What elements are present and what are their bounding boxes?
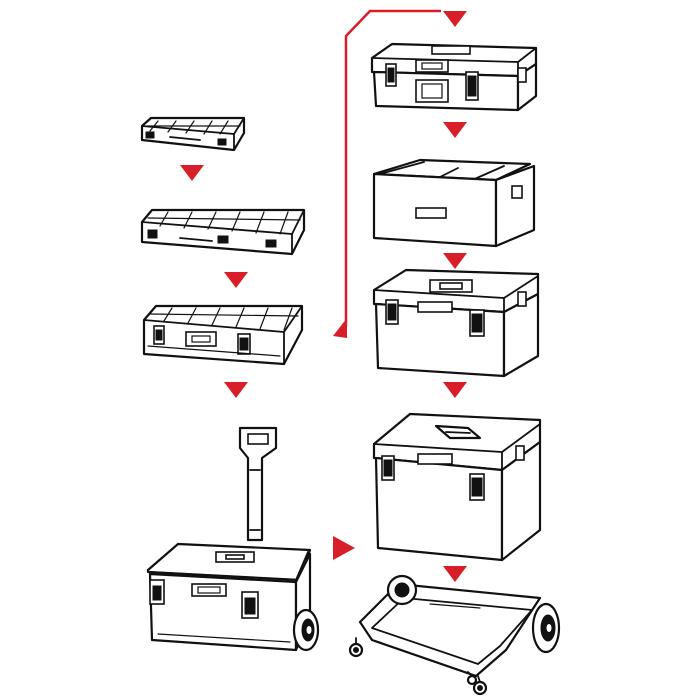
- caster-front-left: [348, 637, 364, 658]
- latched-toolbox: [372, 268, 540, 378]
- mobile-trolley-box: [146, 426, 320, 652]
- arrow-down-1: [180, 165, 204, 181]
- caster-front-mid: [466, 671, 478, 686]
- arrow-right-to-base: [333, 536, 355, 560]
- large-organizer-box: [142, 304, 304, 366]
- arrow-down-7: [443, 566, 467, 582]
- arrow-down-4: [443, 122, 467, 138]
- small-organizer-box: [140, 116, 246, 152]
- arrow-down-5: [443, 253, 467, 269]
- arrow-down-3: [224, 382, 248, 398]
- arrow-left-to-organizer: [333, 318, 347, 338]
- arrow-down-6: [443, 382, 467, 398]
- arrows: [180, 9, 467, 582]
- open-tray-box: [372, 158, 536, 248]
- arrow-down-top-right: [443, 11, 467, 27]
- wheeled-base-platform: [348, 574, 561, 696]
- medium-organizer-box: [140, 208, 306, 256]
- toolbox-with-organizer-lid: [370, 42, 538, 112]
- telescopic-handle: [238, 426, 278, 542]
- arrow-down-2: [224, 272, 248, 288]
- caster-front-right: [472, 675, 488, 696]
- tall-latched-toolbox: [372, 412, 542, 562]
